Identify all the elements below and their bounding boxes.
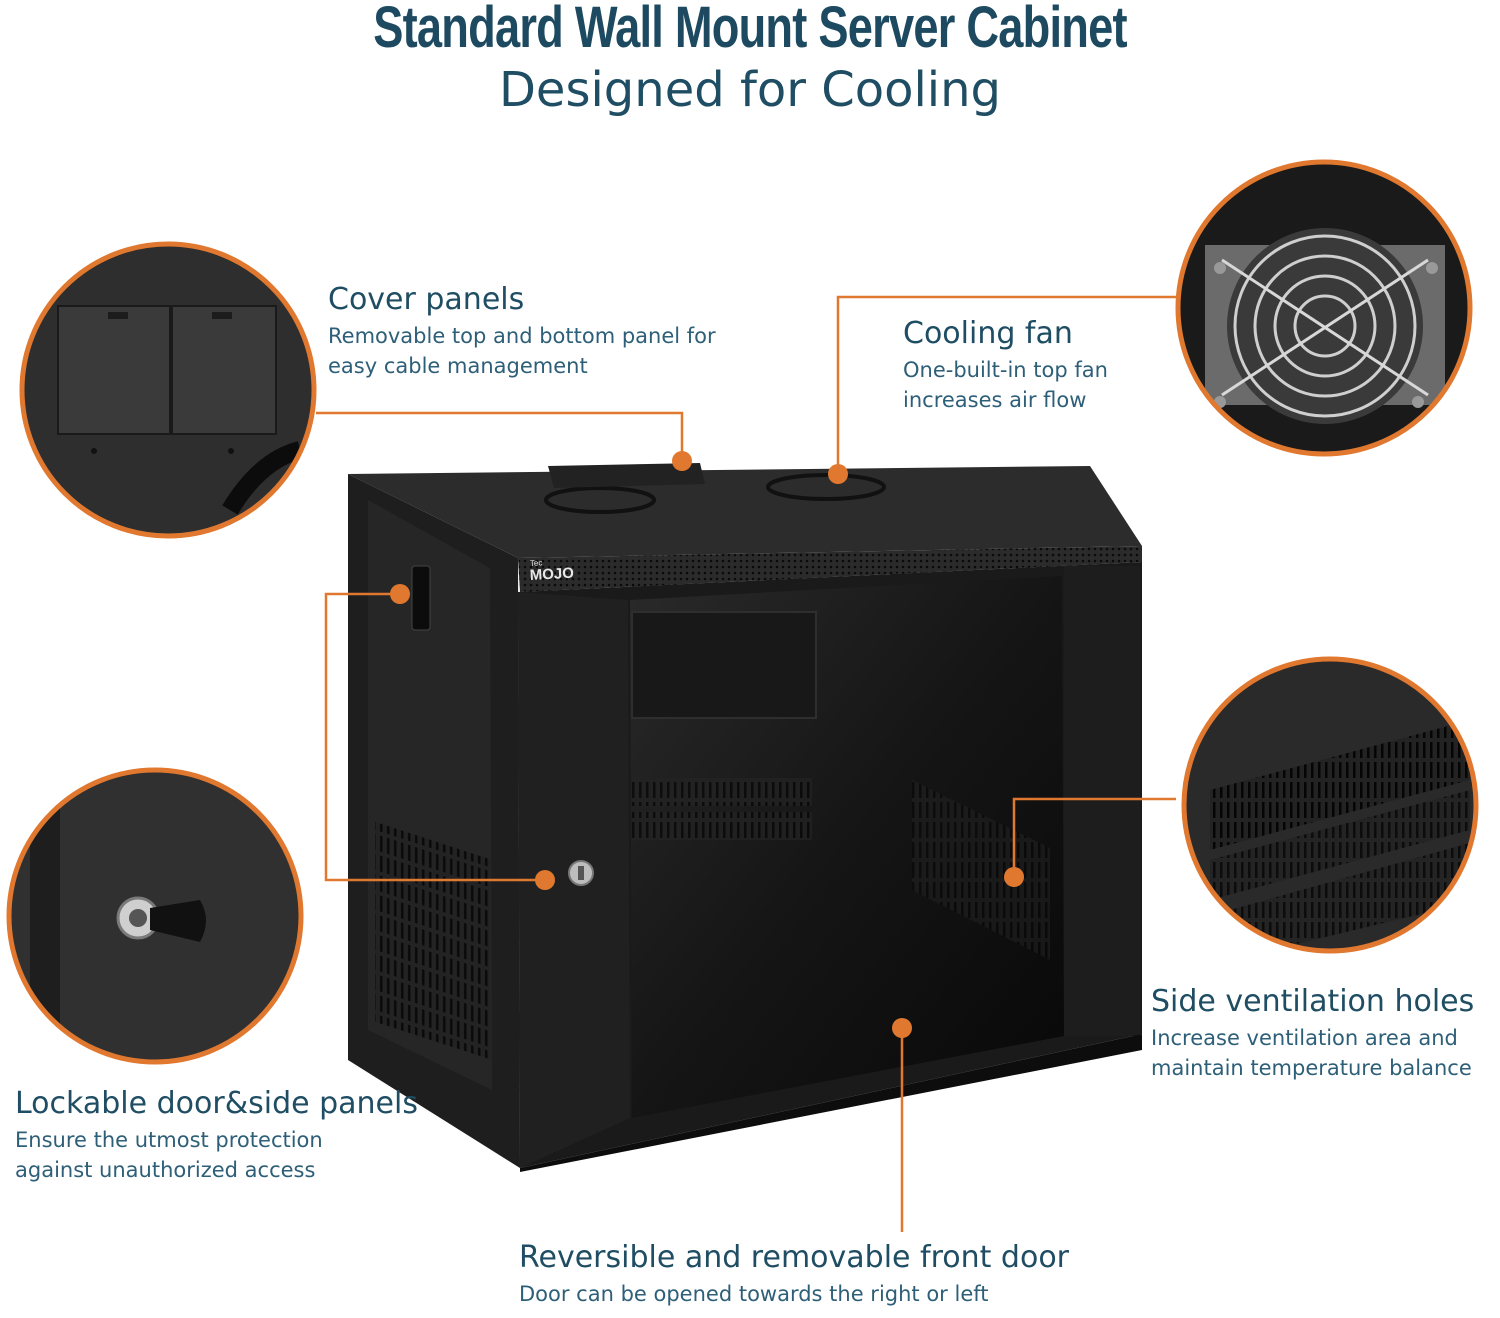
cooling-fan-desc-2: increases air flow	[903, 388, 1087, 412]
lockable-title: Lockable door&side panels	[15, 1086, 418, 1121]
page-title: Standard Wall Mount Server Cabinet	[373, 0, 1127, 60]
cover-panels-desc-2: easy cable management	[328, 354, 588, 378]
brand-logo-small: Tec	[530, 558, 543, 568]
front-door-title: Reversible and removable front door	[519, 1240, 1070, 1275]
lockable-desc-1: Ensure the utmost protection	[15, 1128, 323, 1152]
server-cabinet: MOJO Tec	[348, 463, 1142, 1172]
front-door-desc-1: Door can be opened towards the right or …	[519, 1282, 989, 1306]
cover-panels-label: Cover panels Removable top and bottom pa…	[328, 282, 716, 381]
cooling-fan-title: Cooling fan	[903, 316, 1073, 351]
lockable-desc-2: against unauthorized access	[15, 1158, 316, 1182]
cooling-fan-label: Cooling fan One-built-in top fan increas…	[903, 316, 1108, 415]
cover-panels-detail	[19, 241, 317, 539]
cooling-fan-desc-1: One-built-in top fan	[903, 358, 1108, 382]
lock-detail	[6, 767, 304, 1065]
side-vent-desc-2: maintain temperature balance	[1151, 1056, 1472, 1080]
cooling-fan-detail	[1175, 159, 1473, 457]
page-subtitle: Designed for Cooling	[498, 62, 1002, 118]
side-vent-label: Side ventilation holes Increase ventilat…	[1151, 984, 1474, 1083]
side-vent-detail	[1181, 656, 1479, 954]
side-vent-desc-1: Increase ventilation area and	[1151, 1026, 1458, 1050]
side-vent-title: Side ventilation holes	[1151, 984, 1475, 1019]
cover-panels-title: Cover panels	[328, 282, 525, 317]
cover-panels-desc-1: Removable top and bottom panel for	[328, 324, 716, 348]
front-door-label: Reversible and removable front door Door…	[519, 1240, 1069, 1309]
callout-dots	[390, 451, 1024, 1038]
lockable-label: Lockable door&side panels Ensure the utm…	[15, 1086, 418, 1185]
callout-lines	[316, 295, 1176, 1232]
brand-logo: MOJO	[529, 565, 574, 584]
